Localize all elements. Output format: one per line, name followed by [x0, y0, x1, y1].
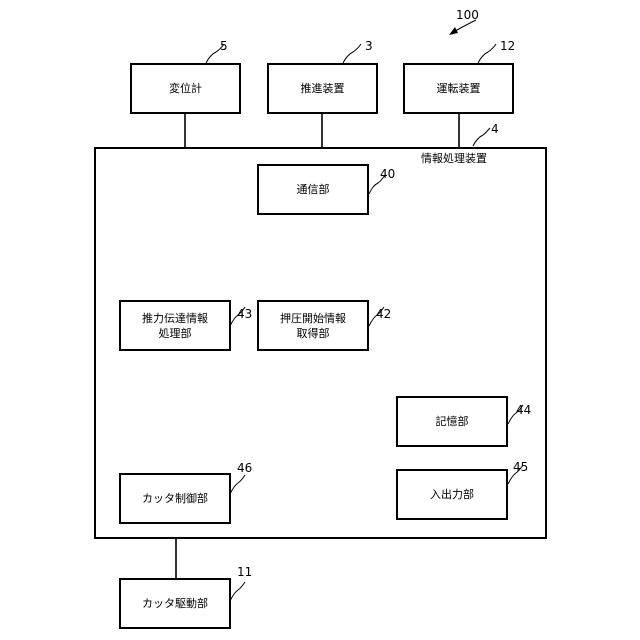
displacement-meter-box: 変位計 — [130, 63, 241, 114]
cutter-drive-box: カッタ駆動部 — [119, 578, 231, 629]
cutter-control-unit-box: カッタ制御部 — [119, 473, 231, 524]
leader-11 — [230, 582, 245, 601]
leader-3 — [343, 44, 361, 63]
storage-unit-ref: 44 — [516, 403, 531, 417]
communication-unit-ref: 40 — [380, 167, 395, 181]
leader-46 — [230, 475, 245, 494]
io-unit-ref: 45 — [513, 460, 528, 474]
arrowhead-100 — [449, 27, 458, 35]
operation-device-ref: 12 — [500, 39, 515, 53]
io-unit-box: 入出力部 — [396, 469, 508, 520]
leader-12 — [478, 44, 496, 63]
communication-unit-box: 通信部 — [257, 164, 369, 215]
press-start-unit-ref: 42 — [376, 307, 391, 321]
cutter-control-unit-ref: 46 — [237, 461, 252, 475]
propulsion-device-box: 推進装置 — [267, 63, 378, 114]
leader-4 — [473, 128, 490, 146]
thrust-transfer-unit-box: 推力伝達情報 処理部 — [119, 300, 231, 351]
press-start-unit-box: 押圧開始情報 取得部 — [257, 300, 369, 351]
storage-unit-box: 記憶部 — [396, 396, 508, 447]
operation-device-box: 運転装置 — [403, 63, 514, 114]
figure-ref-label: 100 — [456, 8, 479, 22]
thrust-transfer-unit-ref: 43 — [237, 307, 252, 321]
displacement-meter-ref: 5 — [220, 39, 228, 53]
cutter-drive-ref: 11 — [237, 565, 252, 579]
info-processor-ref: 4 — [491, 122, 499, 136]
propulsion-device-ref: 3 — [365, 39, 373, 53]
